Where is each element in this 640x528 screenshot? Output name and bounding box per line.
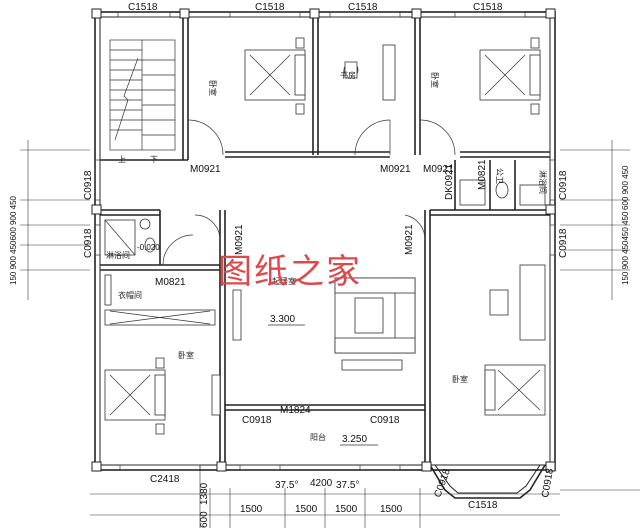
- bottom-dim-3: 1500: [335, 504, 358, 515]
- lower-left-dim-2: 600: [199, 511, 210, 528]
- bay-width-dim: 4200: [310, 478, 333, 489]
- window-label-top-3: C1518: [348, 2, 378, 13]
- window-label-left-lower: C0918: [83, 228, 94, 258]
- bottom-dim-4: 1500: [380, 504, 403, 515]
- window-label-top-1: C1518: [128, 2, 158, 13]
- bottom-dim-1: 1500: [240, 504, 263, 515]
- room-labels: 卧室 书房 卧室 淋浴间 公卫 淋浴间 衣帽间 卧室 起居室 卧室 阳台: [106, 70, 548, 442]
- room-label-balcony: 阳台: [310, 432, 326, 442]
- bottom-dim-2: 1500: [295, 504, 318, 515]
- level-marks: 3.300 3.250 -0.020: [137, 243, 378, 446]
- stair-down-label: 下: [150, 155, 158, 164]
- window-label-top-2: C1518: [255, 2, 285, 13]
- window-label-bay-right: C0918: [540, 467, 556, 498]
- window-label-balcony-right: C0918: [370, 415, 400, 426]
- window-label-top-4: C1518: [473, 2, 503, 13]
- window-label-right-upper: C0918: [558, 170, 569, 200]
- bay-angle-right: 37.5°: [336, 480, 359, 491]
- window-labels: C1518 C1518 C1518 C1518 C2418 C1518 C091…: [83, 2, 569, 511]
- room-label-bedroom-right: 卧室: [452, 374, 468, 384]
- door-label-public-wc: M0821: [477, 159, 488, 190]
- level-balcony: 3.250: [342, 434, 367, 445]
- room-label-study: 书房: [340, 70, 356, 80]
- door-swings: [162, 119, 456, 266]
- room-label-bedroom-1: 卧室: [208, 80, 218, 96]
- room-label-living: 起居室: [272, 276, 296, 286]
- right-dimension-text: 600 900 450: [621, 165, 630, 210]
- dimension-lines: [20, 140, 640, 528]
- door-label-balcony: M1824: [280, 405, 311, 416]
- door-label-living-left: M0921: [234, 224, 245, 255]
- door-label-study: M0921: [380, 164, 411, 175]
- side-dimensions: 150 900 450600 900 450 600 900 450 150 9…: [9, 165, 630, 285]
- room-label-bathroom-left: 淋浴间: [106, 250, 130, 260]
- door-label-dk: DK0921: [444, 163, 455, 200]
- door-label-living-right: M0921: [404, 224, 415, 255]
- window-label-right-lower: C0918: [558, 228, 569, 258]
- window-label-bottom-left: C2418: [150, 474, 180, 485]
- staircase: 上 下: [109, 39, 176, 164]
- columns: [91, 8, 556, 472]
- door-label-bedroom-2: M0921: [423, 164, 454, 175]
- watermark-text: 图纸之家: [218, 252, 362, 292]
- room-label-bedroom-left: 卧室: [178, 350, 194, 360]
- window-label-bottom-bay: C1518: [468, 500, 498, 511]
- stair-up-label: 上: [118, 155, 126, 164]
- window-label-balcony-left: C0918: [242, 415, 272, 426]
- level-bathroom: -0.020: [137, 243, 160, 252]
- room-label-public-wc: 公卫: [495, 168, 504, 184]
- level-living: 3.300: [270, 314, 295, 325]
- bay-window: [429, 464, 546, 499]
- window-label-left-upper: C0918: [83, 170, 94, 200]
- room-label-closet: 衣帽间: [118, 290, 142, 300]
- room-label-bathroom-right: 淋浴间: [538, 170, 548, 194]
- bay-angle-left: 37.5°: [275, 480, 298, 491]
- left-dimension-text: 150 900 450600 900 450: [9, 195, 18, 285]
- furniture: [104, 37, 546, 435]
- door-label-bedroom-1: M0921: [190, 164, 221, 175]
- room-label-bedroom-2: 卧室: [430, 72, 440, 88]
- windows: [94, 11, 556, 471]
- door-label-bathroom-left: M0821: [155, 277, 186, 288]
- door-labels: M0921 M0921 M0921 M0821 M1824 M0921 M092…: [155, 159, 488, 416]
- bottom-dimensions: 1500 1500 1500 1500 4200 37.5° 37.5° 138…: [199, 478, 403, 528]
- lower-left-dim: 1380: [199, 482, 210, 505]
- right-dimension-lower-text: 150 900 450450 450: [621, 211, 630, 285]
